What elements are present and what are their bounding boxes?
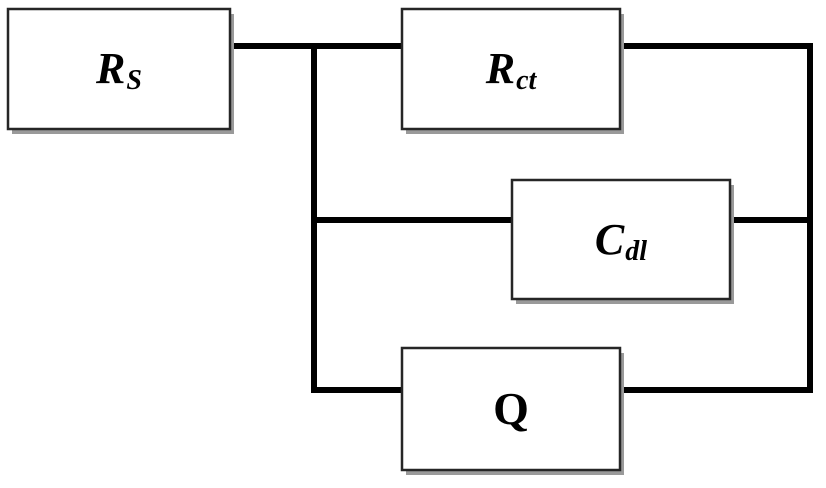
capacitor-cdl-box xyxy=(510,178,734,304)
resistor-rs-box xyxy=(6,7,234,134)
resistor-rct-box xyxy=(400,7,624,134)
circuit-wires xyxy=(227,43,813,393)
cpe-q-box xyxy=(400,346,624,475)
